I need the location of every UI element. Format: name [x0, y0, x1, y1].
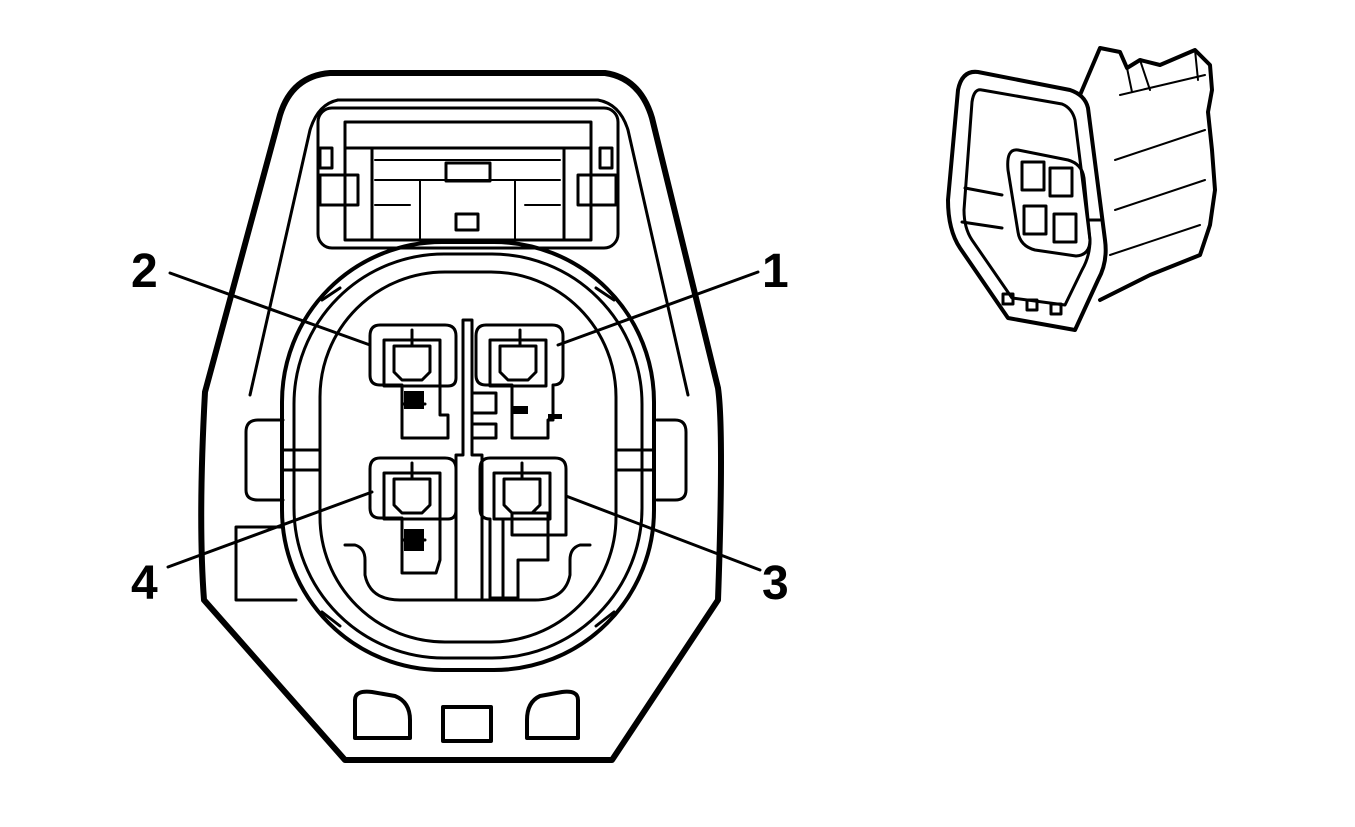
leader-line-4	[166, 490, 374, 569]
housing-body	[1078, 46, 1217, 302]
connector-face-view: 2 1 4 3	[131, 70, 789, 763]
connector-perspective-view	[946, 46, 1217, 332]
latch-area	[316, 106, 620, 250]
housing-inner-outline	[336, 98, 690, 397]
terminal-label-3: 3	[762, 557, 789, 610]
seal-ring-outer	[280, 240, 656, 672]
housing-face	[946, 69, 1108, 332]
terminal-label-1: 1	[762, 245, 789, 298]
center-key	[470, 391, 498, 415]
left-side-tab	[244, 418, 285, 502]
terminal-3-cavity	[478, 456, 568, 600]
leader-line-1	[556, 270, 760, 347]
mini-vent-right	[1049, 302, 1063, 316]
leader-line-2	[168, 271, 372, 347]
right-side-tab	[655, 418, 688, 502]
terminal-label-4: 4	[131, 557, 158, 610]
bottom-vent-center	[441, 705, 493, 743]
mini-terminal-1	[1048, 166, 1074, 198]
terminal-2-cavity	[368, 323, 458, 440]
mini-vent-left	[1001, 292, 1015, 306]
terminal-insert	[1006, 148, 1092, 258]
terminal-4-cavity	[368, 456, 458, 575]
seal-ring-inner	[318, 270, 618, 644]
terminal-label-2: 2	[131, 245, 158, 298]
seal-ring-middle	[292, 252, 644, 660]
terminal-1-cavity	[474, 323, 565, 440]
mini-terminal-3	[1052, 212, 1078, 244]
leader-line-3	[564, 494, 762, 572]
bottom-vent-left	[353, 689, 412, 740]
housing-outline	[198, 70, 724, 763]
bottom-vent-right	[525, 689, 580, 740]
mini-vent-center	[1025, 298, 1039, 312]
mini-terminal-2	[1020, 160, 1046, 192]
mini-terminal-4	[1022, 204, 1048, 236]
